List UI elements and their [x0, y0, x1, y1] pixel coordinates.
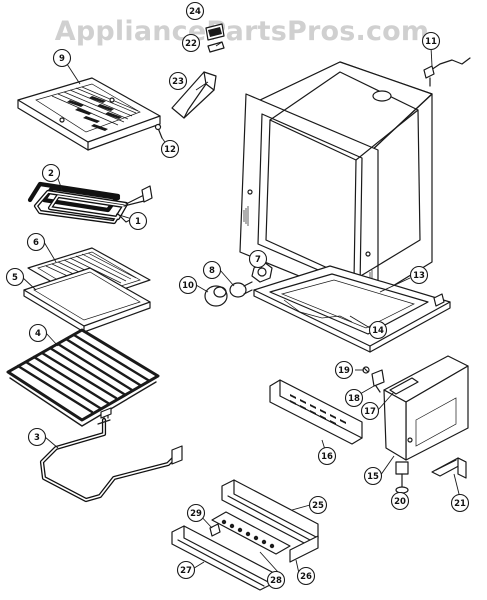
- callout-26-label: 26: [300, 572, 312, 582]
- callout-22[interactable]: 22: [181, 33, 201, 53]
- callout-3-label: 3: [34, 433, 40, 443]
- callout-7-label: 7: [255, 255, 261, 265]
- callout-11-label: 11: [425, 37, 437, 47]
- callout-8[interactable]: 8: [202, 260, 222, 280]
- callout-27-label: 27: [180, 566, 192, 576]
- callout-4[interactable]: 4: [28, 323, 48, 343]
- callout-18-label: 18: [348, 394, 360, 404]
- callout-15-label: 15: [367, 472, 379, 482]
- part-25-drawer-panel: [221, 479, 319, 545]
- callout-29[interactable]: 29: [186, 503, 206, 523]
- callout-28[interactable]: 28: [266, 570, 286, 590]
- part-14-bottom-gasket: [269, 273, 429, 335]
- callout-14-label: 14: [372, 326, 384, 336]
- callout-10[interactable]: 10: [178, 275, 198, 295]
- callout-20[interactable]: 20: [390, 491, 410, 511]
- part-2-broil-element: [27, 181, 153, 225]
- callout-2-label: 2: [48, 169, 54, 179]
- callout-9-label: 9: [59, 54, 65, 64]
- callout-13-label: 13: [413, 271, 425, 281]
- callout-28-label: 28: [270, 576, 282, 586]
- callout-29-label: 29: [190, 509, 202, 519]
- callout-19-label: 19: [338, 366, 350, 376]
- callout-10-label: 10: [182, 281, 194, 291]
- callout-22-label: 22: [185, 39, 197, 49]
- callout-17[interactable]: 17: [360, 401, 380, 421]
- callout-5-label: 5: [12, 273, 18, 283]
- part-15-leg-bracket: [383, 355, 469, 461]
- part-20-leveling-leg: [395, 461, 409, 494]
- callout-11[interactable]: 11: [421, 31, 441, 51]
- part-11-thermal-switch-wire: [423, 57, 471, 87]
- callout-18[interactable]: 18: [344, 388, 364, 408]
- callout-15[interactable]: 15: [363, 466, 383, 486]
- callout-24[interactable]: 24: [185, 1, 205, 21]
- part-26-drawer-body: [289, 535, 319, 563]
- part-16-vent-panel: [269, 379, 363, 445]
- part-22-light-socket: [207, 41, 225, 53]
- callout-8-label: 8: [209, 266, 215, 276]
- callout-21-label: 21: [454, 499, 466, 509]
- part-12-screw: [154, 123, 163, 139]
- callout-17-label: 17: [364, 407, 376, 417]
- callout-23[interactable]: 23: [168, 71, 188, 91]
- callout-16[interactable]: 16: [317, 446, 337, 466]
- callout-6-label: 6: [33, 238, 39, 248]
- callout-7[interactable]: 7: [248, 249, 268, 269]
- part-8-light-bulb: [229, 281, 253, 298]
- callout-16-label: 16: [321, 452, 333, 462]
- callout-14[interactable]: 14: [368, 320, 388, 340]
- watermark-text: AppliancePartsPros.com: [55, 16, 429, 47]
- part-19-screw: [362, 366, 370, 374]
- callout-1-label: 1: [135, 217, 141, 227]
- callout-25-label: 25: [312, 501, 324, 511]
- callout-25[interactable]: 25: [308, 495, 328, 515]
- part-21-anti-tip-bracket: [431, 457, 467, 479]
- part-28-drawer-gasket: [211, 511, 291, 555]
- callout-5[interactable]: 5: [5, 267, 25, 287]
- part-27-drawer-handle: [171, 525, 273, 591]
- part-3-bake-element: [39, 417, 183, 503]
- callout-27[interactable]: 27: [176, 560, 196, 580]
- callout-2[interactable]: 2: [41, 163, 61, 183]
- callout-12[interactable]: 12: [160, 139, 180, 159]
- callout-1[interactable]: 1: [128, 211, 148, 231]
- callout-6[interactable]: 6: [26, 232, 46, 252]
- callout-12-label: 12: [164, 145, 176, 155]
- part-10-light-lens-cover: [204, 285, 228, 307]
- oven-cavity: [239, 61, 433, 309]
- callout-26[interactable]: 26: [296, 566, 316, 586]
- callout-4-label: 4: [35, 329, 41, 339]
- part-9-broil-tray: [17, 77, 161, 151]
- callout-3[interactable]: 3: [27, 427, 47, 447]
- part-5-broiler-pan: [23, 267, 151, 333]
- callout-23-label: 23: [172, 77, 184, 87]
- callout-13[interactable]: 13: [409, 265, 429, 285]
- callout-9[interactable]: 9: [52, 48, 72, 68]
- callout-20-label: 20: [394, 497, 406, 507]
- part-13-oven-bottom: [253, 265, 451, 353]
- part-24-oven-light-lens: [205, 23, 225, 41]
- part-18-clip: [371, 369, 385, 393]
- leader-lines: [21, 41, 461, 579]
- callout-24-label: 24: [189, 7, 201, 17]
- part-29-clip: [209, 523, 221, 537]
- callout-21[interactable]: 21: [450, 493, 470, 513]
- part-4-oven-rack: [6, 328, 160, 427]
- callout-19[interactable]: 19: [334, 360, 354, 380]
